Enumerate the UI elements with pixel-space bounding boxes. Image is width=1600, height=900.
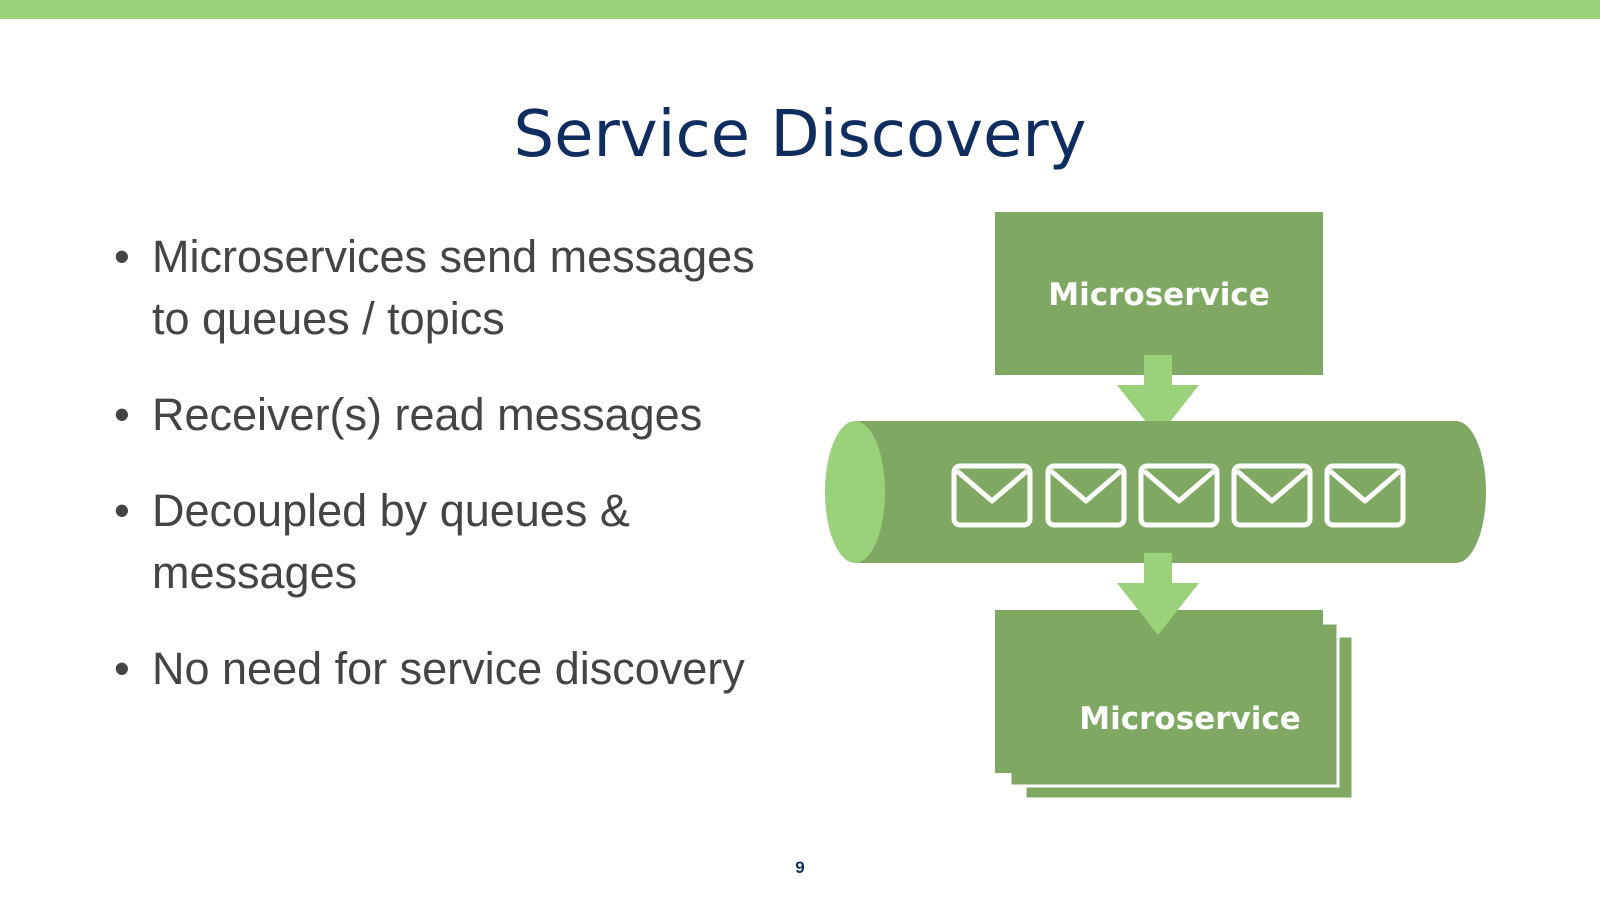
sender-microservice-box: Microservice (995, 212, 1323, 375)
bullet-text: Decoupled by queues & messages (152, 485, 630, 598)
bullet-item: Microservices send messages to queues / … (114, 226, 774, 350)
bullet-text: No need for service discovery (152, 643, 745, 694)
diagram-svg: Microservice (825, 212, 1486, 801)
bullet-text: Receiver(s) read messages (152, 389, 703, 440)
envelope-icon (1231, 463, 1313, 528)
bullet-item: No need for service discovery (114, 638, 774, 700)
bullet-text: Microservices send messages to queues / … (152, 231, 755, 344)
envelope-icon (1045, 463, 1127, 528)
message-queue-diagram: Microservice (820, 205, 1520, 820)
page-number: 9 (795, 858, 805, 877)
envelope-icon (1138, 463, 1220, 528)
bullet-item: Decoupled by queues & messages (114, 480, 774, 604)
top-accent-bar (0, 0, 1600, 19)
envelope-icon (951, 463, 1033, 528)
slide-title: Service Discovery (513, 97, 1087, 172)
arrow-down-icon (1117, 553, 1199, 635)
queue-cylinder (825, 421, 1486, 563)
receiver-microservice-label: Microservice (1079, 701, 1300, 737)
receiver-microservice-stack: Microservice (995, 610, 1355, 801)
sender-microservice-label: Microservice (1048, 277, 1269, 313)
arrow-down-icon (1117, 355, 1199, 437)
bullet-item: Receiver(s) read messages (114, 384, 774, 446)
bullet-list: Microservices send messages to queues / … (114, 226, 774, 734)
envelope-icon (1324, 463, 1406, 528)
